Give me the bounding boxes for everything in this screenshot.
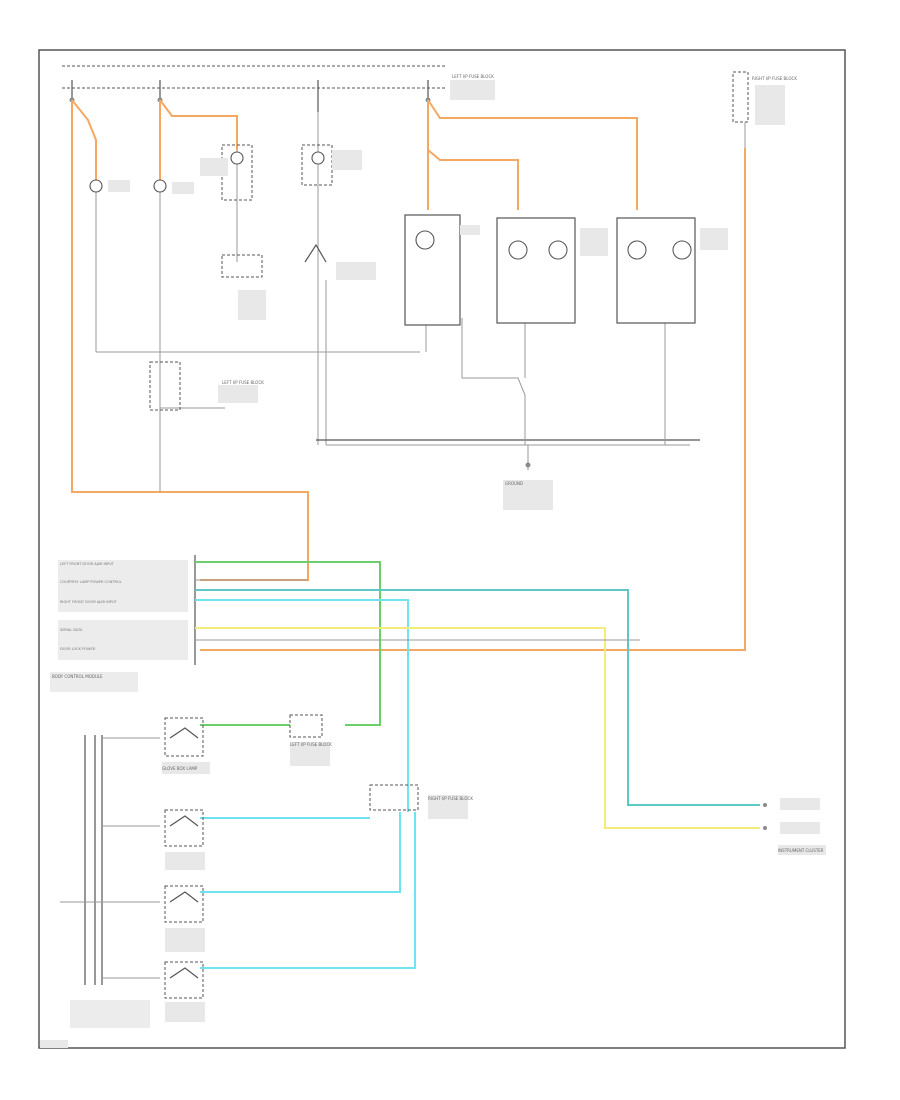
bcm-label: BODY CONTROL MODULE [52,674,103,679]
instrument-cluster-label: INSTRUMENT CLUSTER [778,848,824,853]
bcm-pin-4: SERIAL DATA [60,628,83,632]
gray-wires-upper [95,112,700,492]
bcm-pin-3: RIGHT FRONT DOOR AJAR INPUT [60,600,118,604]
bcm-pin-1: LEFT FRONT DOOR AJAR INPUT [60,562,115,566]
bcm-connector [194,555,380,665]
left-fuse-block-low [289,714,323,738]
right-fuse-block-low [369,784,419,811]
instrument-cluster-pins [763,803,767,830]
left-ip-fuse-block-mid-label: LEFT I/P FUSE BLOCK [222,380,264,385]
left-ip-fuse-block-top-label: LEFT I/P FUSE BLOCK [452,74,494,79]
ground-symbol [525,462,531,468]
door-switches [164,717,204,999]
right-fuse-block-top [732,71,749,123]
top-fuses [69,80,431,112]
lamp-assemblies [404,214,696,326]
ground-label: GROUND [505,481,523,486]
left-ip-fuse-block-low-label: LEFT I/P FUSE BLOCK [290,742,332,747]
right-ip-fuse-block-top-label: RIGHT I/P FUSE BLOCK [752,76,797,81]
green-wire [195,561,381,726]
label-placeholders [40,80,826,1048]
bcm-pin-2: COURTESY LAMP POWER CONTROL [60,580,122,584]
bcm-pin-5: DOOR LOCK POWER [60,647,96,651]
left-fuse-block-mid [149,361,181,411]
door-switch-bus [60,735,160,985]
cyan-wires [195,589,760,969]
glove-box-lamp-label: GLOVE BOX LAMP [162,766,198,771]
yellow-wire [195,627,760,829]
right-ip-fuse-block-low-label: RIGHT I/P FUSE BLOCK [428,796,473,801]
diagram-frame [38,49,846,1049]
